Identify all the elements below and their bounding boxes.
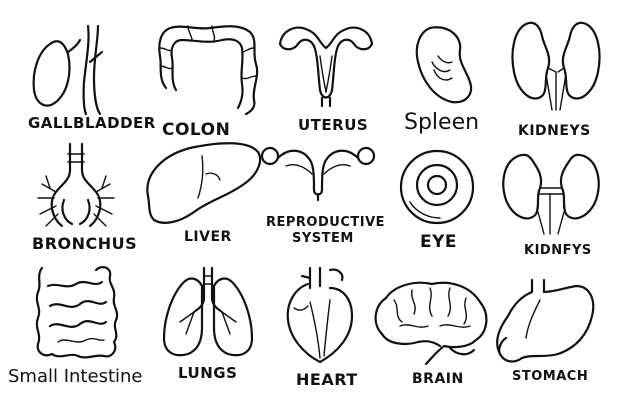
reproductive-label-line2: SYSTEM [292, 231, 354, 246]
stomach-label: STOMACH [512, 369, 589, 384]
colon-label: COLON [162, 120, 231, 140]
eye-icon [399, 149, 475, 225]
heart-label: HEART [296, 370, 358, 389]
reproductive-system-icon [260, 146, 376, 202]
small-intestine-icon [35, 266, 119, 359]
kidneys-icon [511, 21, 601, 111]
liver-label: LIVER [184, 229, 232, 245]
uterus-label: UTERUS [298, 116, 369, 134]
spleen-label: Spleen [404, 110, 480, 135]
uterus-icon [278, 26, 374, 108]
gallbladder-label: GALLBLADDER [28, 114, 156, 132]
spleen-icon [415, 26, 473, 104]
reproductive-label-line1: REPRODUCTIVE [266, 215, 386, 230]
colon-icon [158, 25, 259, 116]
bronchus-icon [37, 142, 115, 228]
stomach-icon [496, 278, 595, 363]
kidneys-icon [502, 153, 600, 235]
lungs-label: LUNGS [178, 364, 238, 382]
liver-icon [146, 142, 262, 224]
bronchus-label: BRONCHUS [32, 234, 138, 253]
lungs-icon [162, 266, 254, 357]
eye-label: EYE [420, 232, 458, 252]
kidneys-label-2: KIDNFYS [524, 243, 592, 258]
brain-icon [374, 281, 488, 366]
kidneys-label: KIDNEYS [518, 123, 591, 139]
heart-icon [286, 266, 354, 364]
brain-label: BRAIN [412, 371, 464, 387]
small-intestine-label: Small Intestine [8, 366, 143, 387]
gallbladder-icon [32, 24, 104, 116]
